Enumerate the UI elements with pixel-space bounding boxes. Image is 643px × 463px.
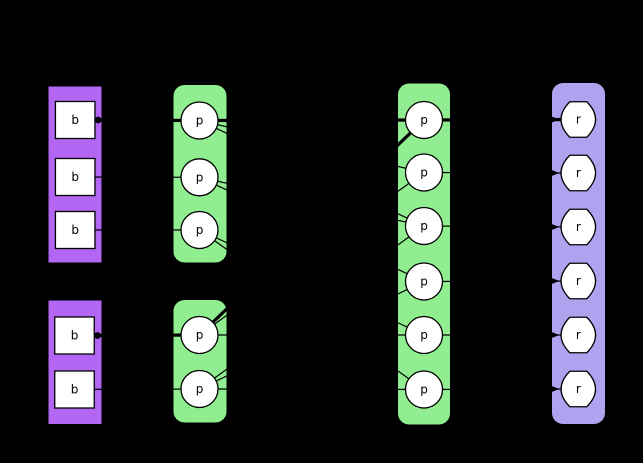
edge-dot-tail-b4 [94, 332, 101, 339]
node-label-P1: p [420, 113, 428, 127]
node-label-b1: b [71, 113, 79, 127]
edge-pb1-P2 [199, 172, 425, 336]
arrowhead-icon-r6 [549, 385, 560, 393]
node-pb1 [180, 315, 219, 355]
edge-pb2-P3 [199, 225, 425, 390]
node-pa2 [180, 158, 219, 197]
node-P1 [404, 100, 444, 140]
node-pa1 [180, 101, 219, 140]
edge-pb2-P4 [199, 280, 425, 390]
node-label-r6: r [576, 382, 581, 396]
node-label-r4: r [576, 274, 581, 288]
node-b1 [54, 100, 96, 140]
node-label-P3: p [420, 219, 428, 233]
node-b5 [54, 370, 95, 409]
node-r6 [560, 370, 597, 408]
node-label-pa3: p [196, 223, 204, 237]
node-label-r1: r [576, 113, 581, 127]
node-label-b3: b [71, 223, 79, 237]
node-label-pb2: p [196, 382, 204, 396]
arrowhead-icon-r5 [549, 331, 560, 339]
node-label-pb1: p [196, 328, 204, 342]
arrowhead-icon-r1 [549, 115, 560, 124]
node-label-P5: p [420, 328, 428, 342]
edge-pa1-P2 [199, 119, 425, 174]
node-label-r3: r [576, 220, 581, 234]
node-r4 [560, 262, 597, 300]
node-r1 [560, 101, 597, 138]
node-P6 [404, 370, 444, 409]
edge-pb1-P1 [198, 118, 426, 337]
node-label-P2: p [420, 166, 428, 180]
node-b4 [54, 316, 95, 355]
edge-dot-tail-b1 [94, 116, 102, 124]
node-r3 [560, 208, 597, 246]
node-label-P4: p [420, 275, 428, 289]
edge-b5-pb2 [74, 388, 200, 391]
node-P3 [404, 206, 444, 246]
node-label-pa2: p [196, 171, 204, 185]
arrowhead-icon-r4 [549, 277, 560, 285]
node-b2 [54, 157, 96, 197]
node-label-b4: b [71, 329, 79, 343]
node-P5 [404, 315, 444, 355]
node-label-b5: b [71, 383, 79, 397]
node-P2 [404, 153, 444, 192]
node-r5 [560, 316, 597, 354]
node-label-P6: p [420, 383, 428, 397]
node-pa3 [180, 210, 219, 250]
node-label-pa1: p [196, 114, 204, 128]
edge-pa3-P6 [199, 229, 425, 390]
node-P4 [404, 262, 444, 301]
edge-pa1-P3 [199, 119, 425, 227]
node-label-b2: b [71, 170, 79, 184]
node-label-r5: r [576, 328, 581, 342]
node-b3 [54, 210, 96, 250]
node-pb2 [180, 369, 219, 409]
arrowhead-icon-r2 [549, 169, 560, 177]
arrowhead-icon-r3 [549, 223, 560, 231]
edge-pa3-P5 [199, 229, 425, 336]
node-label-r2: r [576, 166, 581, 180]
edge-pa2-P3 [199, 176, 425, 227]
edge-pb2-P6 [199, 388, 425, 391]
edge-pa1-P1 [199, 118, 425, 123]
node-r2 [560, 154, 597, 192]
